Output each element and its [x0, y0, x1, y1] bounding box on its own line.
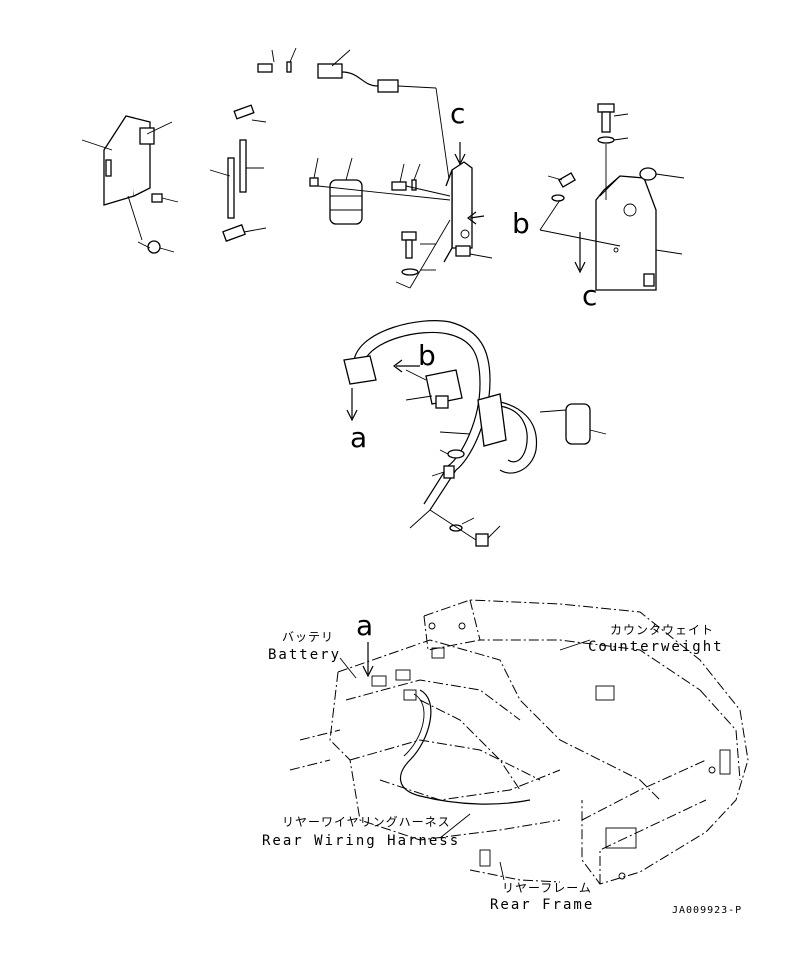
mounting-plate-part — [443, 142, 493, 263]
clamp-parts — [309, 157, 451, 225]
battery-label-en: Battery — [268, 647, 342, 663]
label-b-upper: b — [512, 207, 530, 240]
battery-label-jp: バッテリ — [282, 630, 335, 644]
label-c-top: c — [450, 97, 466, 130]
drawing-code: JA009923-P — [672, 905, 743, 916]
harness-cable-assembly — [343, 320, 607, 547]
counterweight-label-en: Counterweight — [588, 639, 724, 655]
frame-label-jp: リヤーフレーム — [502, 881, 592, 895]
label-a-mid: a — [350, 421, 368, 454]
harness-label-jp: リヤーワイヤリングハーネス — [282, 815, 451, 829]
strip-parts — [209, 104, 267, 242]
bolt-washer-1 — [395, 219, 451, 289]
sensor-with-cable — [257, 47, 451, 187]
counterweight-label-jp: カウンタウェイト — [610, 623, 715, 637]
frame-label-en: Rear Frame — [490, 897, 595, 913]
label-a-bottom: a — [356, 609, 374, 642]
rear-frame-drawing — [289, 599, 749, 885]
harness-label-en: Rear Wiring Harness — [262, 833, 461, 849]
label-c-lower: c — [582, 279, 598, 312]
bracket-cover-part — [81, 115, 179, 254]
right-cover-part — [539, 103, 685, 291]
label-b-mid: b — [418, 339, 436, 372]
